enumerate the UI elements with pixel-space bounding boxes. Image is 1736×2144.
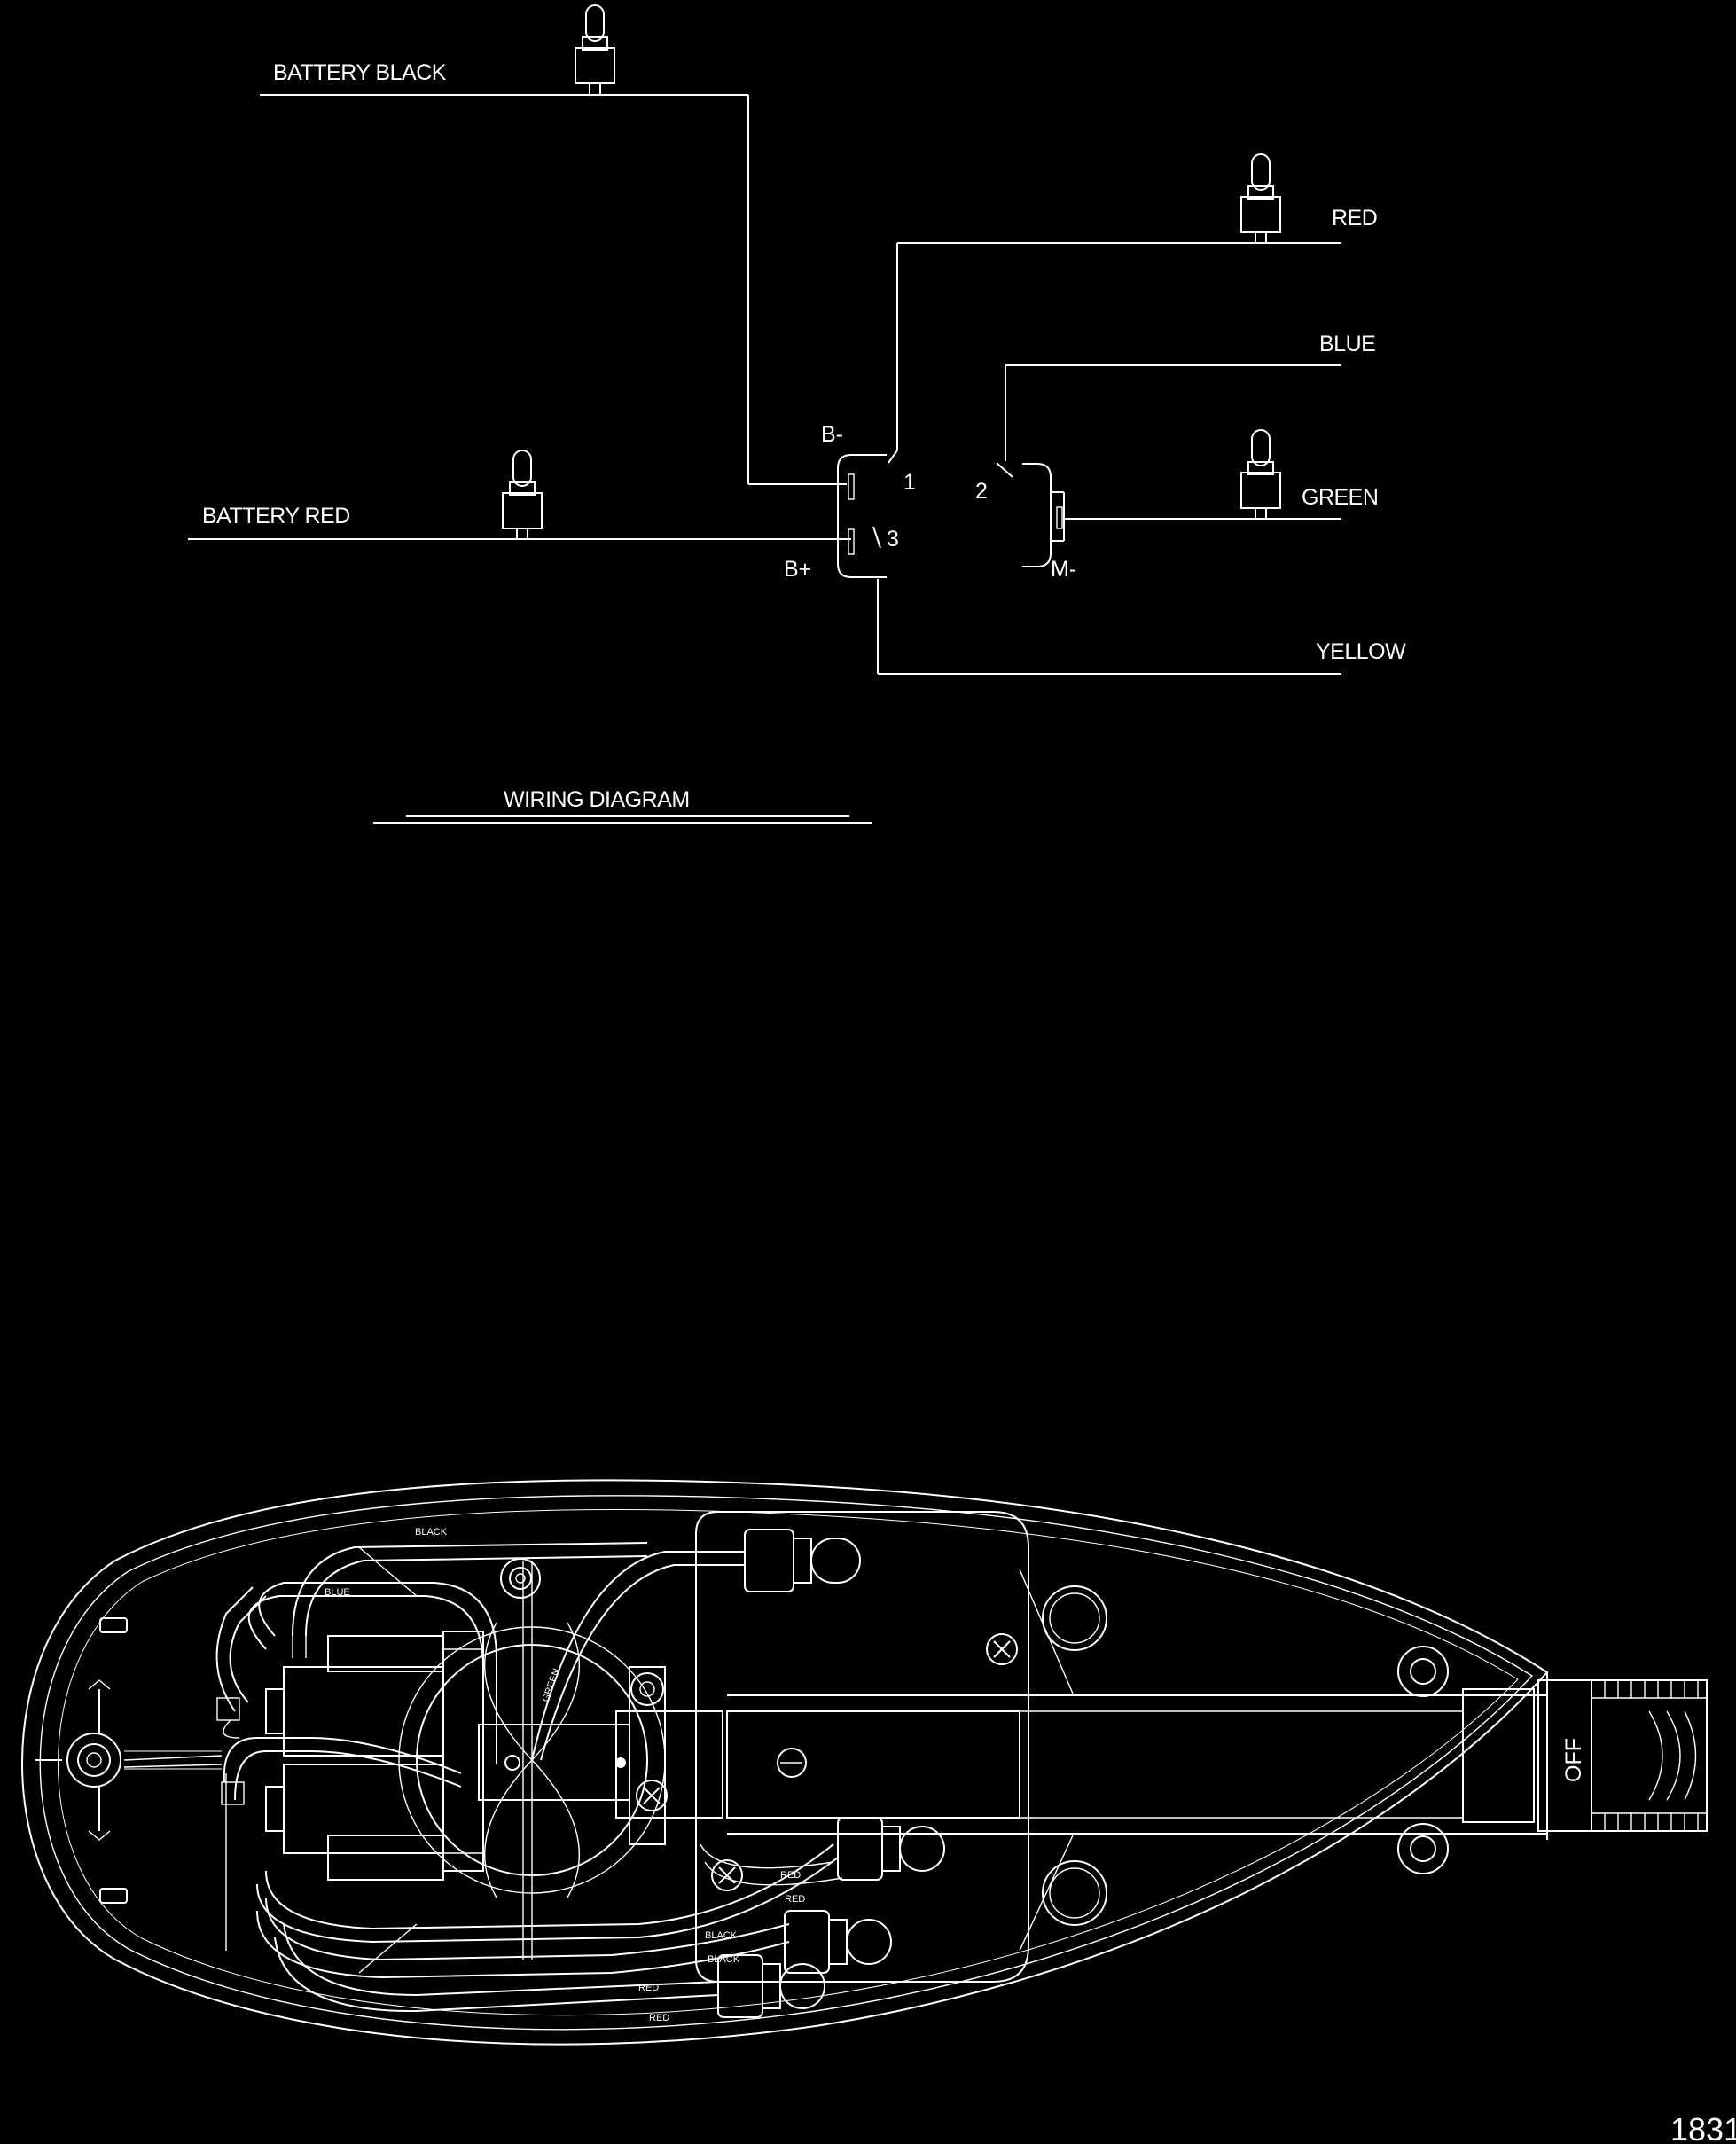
blue-wire-label: BLUE: [1319, 332, 1375, 356]
terminal-1-label: 1: [903, 470, 916, 495]
figure-number: 1831: [1670, 2111, 1736, 2144]
wire-label-black-3: BLACK: [708, 1954, 740, 1965]
terminal-3-label: 3: [887, 527, 899, 552]
wire-label-red-3: RED: [638, 1983, 659, 1993]
b-minus-label: B-: [821, 422, 843, 447]
wire-label-green: GREEN: [541, 1667, 563, 1703]
wire-label-black-2: BLACK: [705, 1930, 738, 1941]
harness-connector-icon: [837, 1817, 945, 1881]
terminal-2-label: 2: [975, 479, 988, 504]
battery-black-label: BATTERY BLACK: [273, 60, 447, 85]
harness-connector-icon: [744, 1529, 861, 1592]
control-head-assembly: OFF: [21, 1479, 1708, 2046]
wire-label-red-1: RED: [780, 1870, 801, 1881]
wire-label-black: BLACK: [415, 1527, 448, 1538]
harness-connector-icon: [784, 1910, 892, 1974]
off-label: OFF: [1561, 1738, 1586, 1782]
wiring-diagram: BATTERY BLACK BATTERY RED RED BLUE GREEN…: [188, 4, 1407, 824]
wire-label-red-4: RED: [649, 2013, 669, 2023]
wire-label-red-2: RED: [785, 1894, 805, 1905]
wire-label-blue: BLUE: [325, 1587, 350, 1598]
m-minus-label: M-: [1051, 557, 1076, 582]
green-wire-label: GREEN: [1302, 485, 1378, 510]
switch-icon: [837, 454, 1065, 578]
wiring-diagram-title: WIRING DIAGRAM: [504, 787, 690, 812]
harness-connector-icon: [717, 1954, 825, 2018]
b-plus-label: B+: [784, 557, 811, 582]
yellow-wire-label: YELLOW: [1316, 639, 1406, 664]
red-wire-label: RED: [1332, 206, 1377, 231]
battery-red-label: BATTERY RED: [202, 504, 350, 528]
